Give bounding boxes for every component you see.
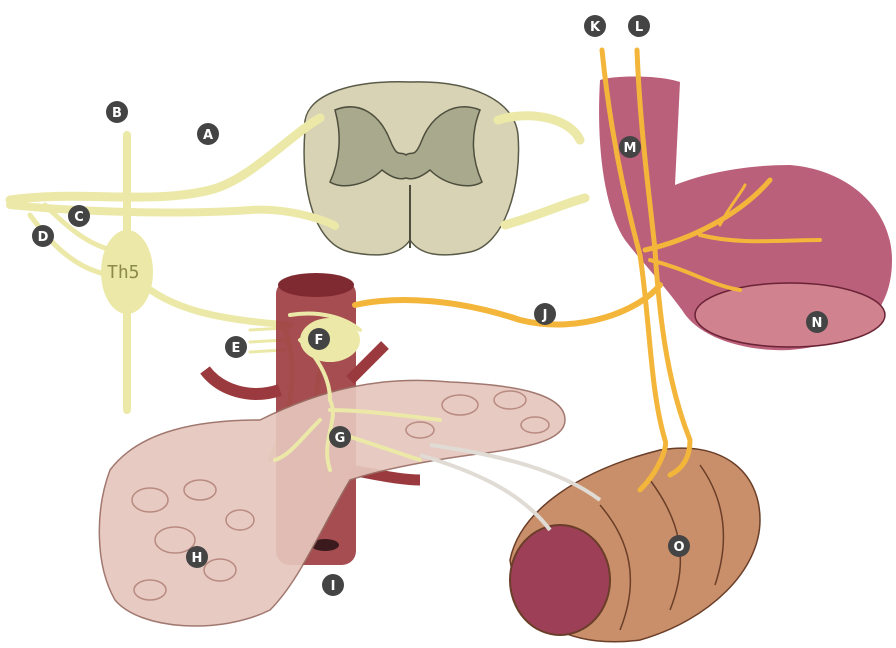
label-B: B: [106, 101, 128, 123]
label-G-text: G: [335, 431, 346, 446]
label-O-text: O: [673, 540, 684, 555]
label-B-text: B: [112, 106, 122, 121]
label-H: H: [186, 546, 208, 568]
label-M-text: M: [624, 141, 637, 156]
label-H-text: H: [192, 551, 203, 566]
label-I-text: I: [331, 579, 336, 594]
intestine: [510, 448, 760, 642]
label-G: G: [329, 426, 351, 448]
label-J: J: [534, 303, 556, 325]
label-C: C: [68, 205, 90, 227]
ganglion-label: Th5: [107, 262, 140, 283]
label-K-text: K: [590, 20, 601, 35]
label-J-text: J: [542, 308, 548, 323]
label-C-text: C: [74, 210, 84, 225]
label-M: M: [619, 136, 641, 158]
label-A: A: [197, 123, 219, 145]
label-D-text: D: [38, 230, 49, 245]
label-K: K: [584, 15, 606, 37]
label-N: N: [806, 311, 828, 333]
label-A-text: A: [203, 128, 213, 143]
label-O: O: [668, 535, 690, 557]
label-E: E: [225, 336, 247, 358]
label-F-text: F: [315, 333, 324, 348]
label-I: I: [322, 574, 344, 596]
label-L-text: L: [635, 20, 643, 35]
label-F: F: [308, 328, 330, 350]
label-L: L: [628, 15, 650, 37]
label-E-text: E: [232, 341, 241, 356]
label-D: D: [32, 225, 54, 247]
label-N-text: N: [812, 316, 823, 331]
